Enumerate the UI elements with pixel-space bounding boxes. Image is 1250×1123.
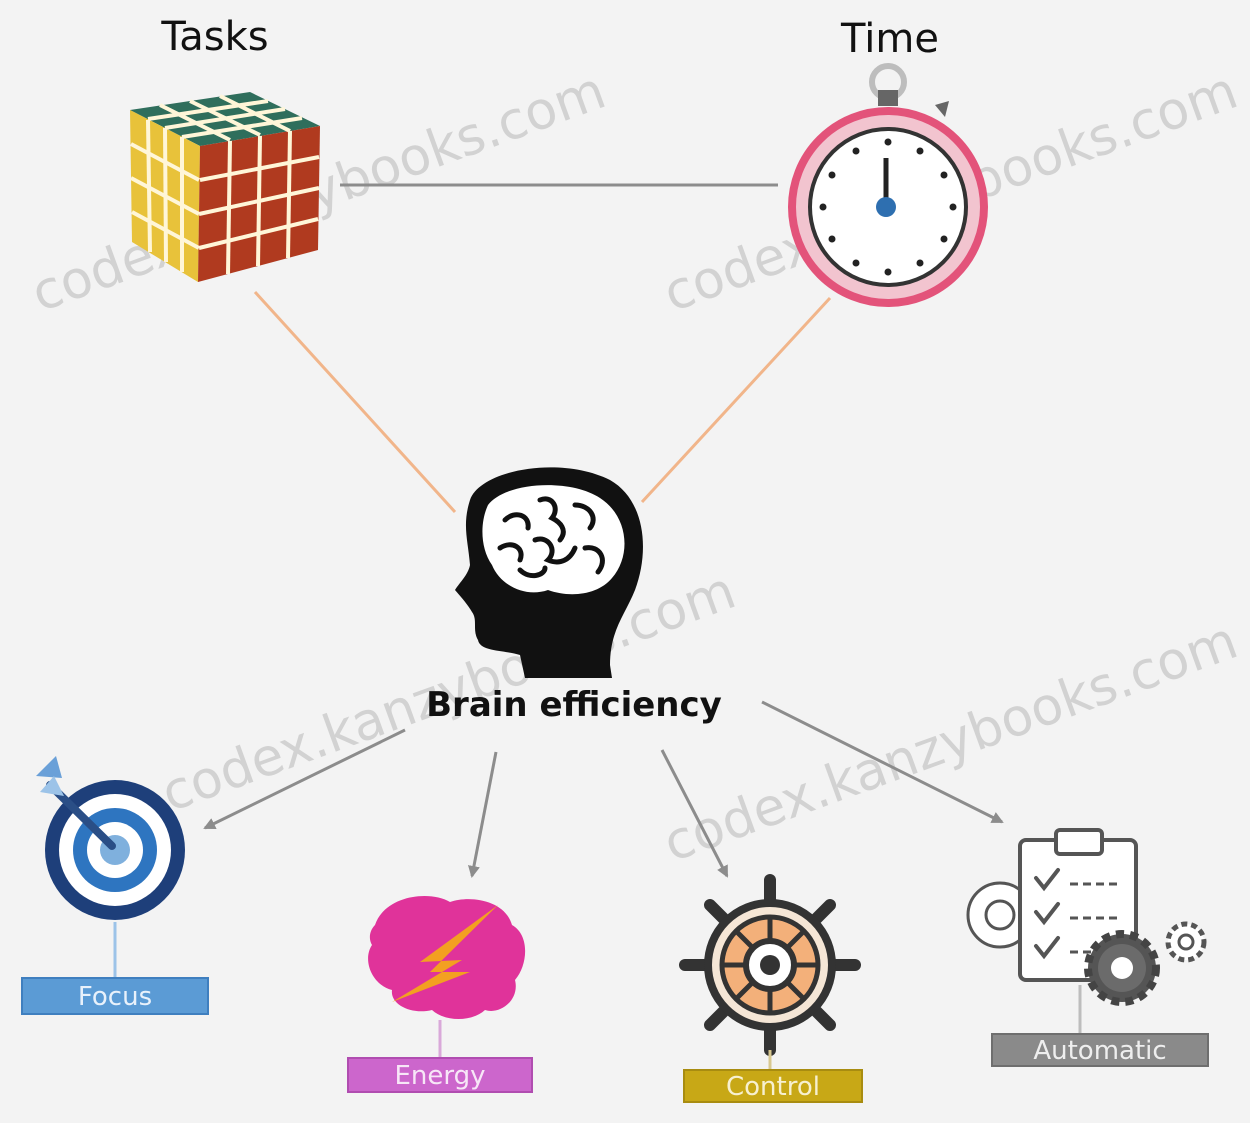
target-icon [36,756,185,920]
arrow-to-focus [203,728,406,830]
energy-label: Energy [394,1061,485,1091]
brain-head-icon [455,467,643,678]
arrow-to-control [660,749,729,878]
connectors [203,183,1004,878]
control-label-box [683,1069,863,1103]
control-label: Control [726,1072,820,1102]
stopwatch-icon [788,63,988,307]
rubiks-cube-icon [130,92,320,282]
connector-time-brain [640,296,832,504]
checklist-gears-icon [966,828,1207,1006]
focus-label: Focus [78,982,152,1012]
automatic-label-box [991,1033,1209,1067]
focus-label-box [21,977,209,1015]
watermark-4: codex.kanzybooks.com [656,611,1245,874]
automatic-label: Automatic [1033,1036,1166,1066]
brain-efficiency-label: Brain efficiency [426,685,722,725]
connector-tasks-brain [253,290,457,514]
arrow-to-energy [468,751,498,878]
ship-wheel-icon [679,874,861,1056]
brain-lightning-icon [368,895,526,1019]
time-label: Time [840,16,939,62]
energy-label-box [347,1057,533,1093]
arrow-to-automatic [761,700,1004,824]
tasks-label: Tasks [160,14,268,60]
